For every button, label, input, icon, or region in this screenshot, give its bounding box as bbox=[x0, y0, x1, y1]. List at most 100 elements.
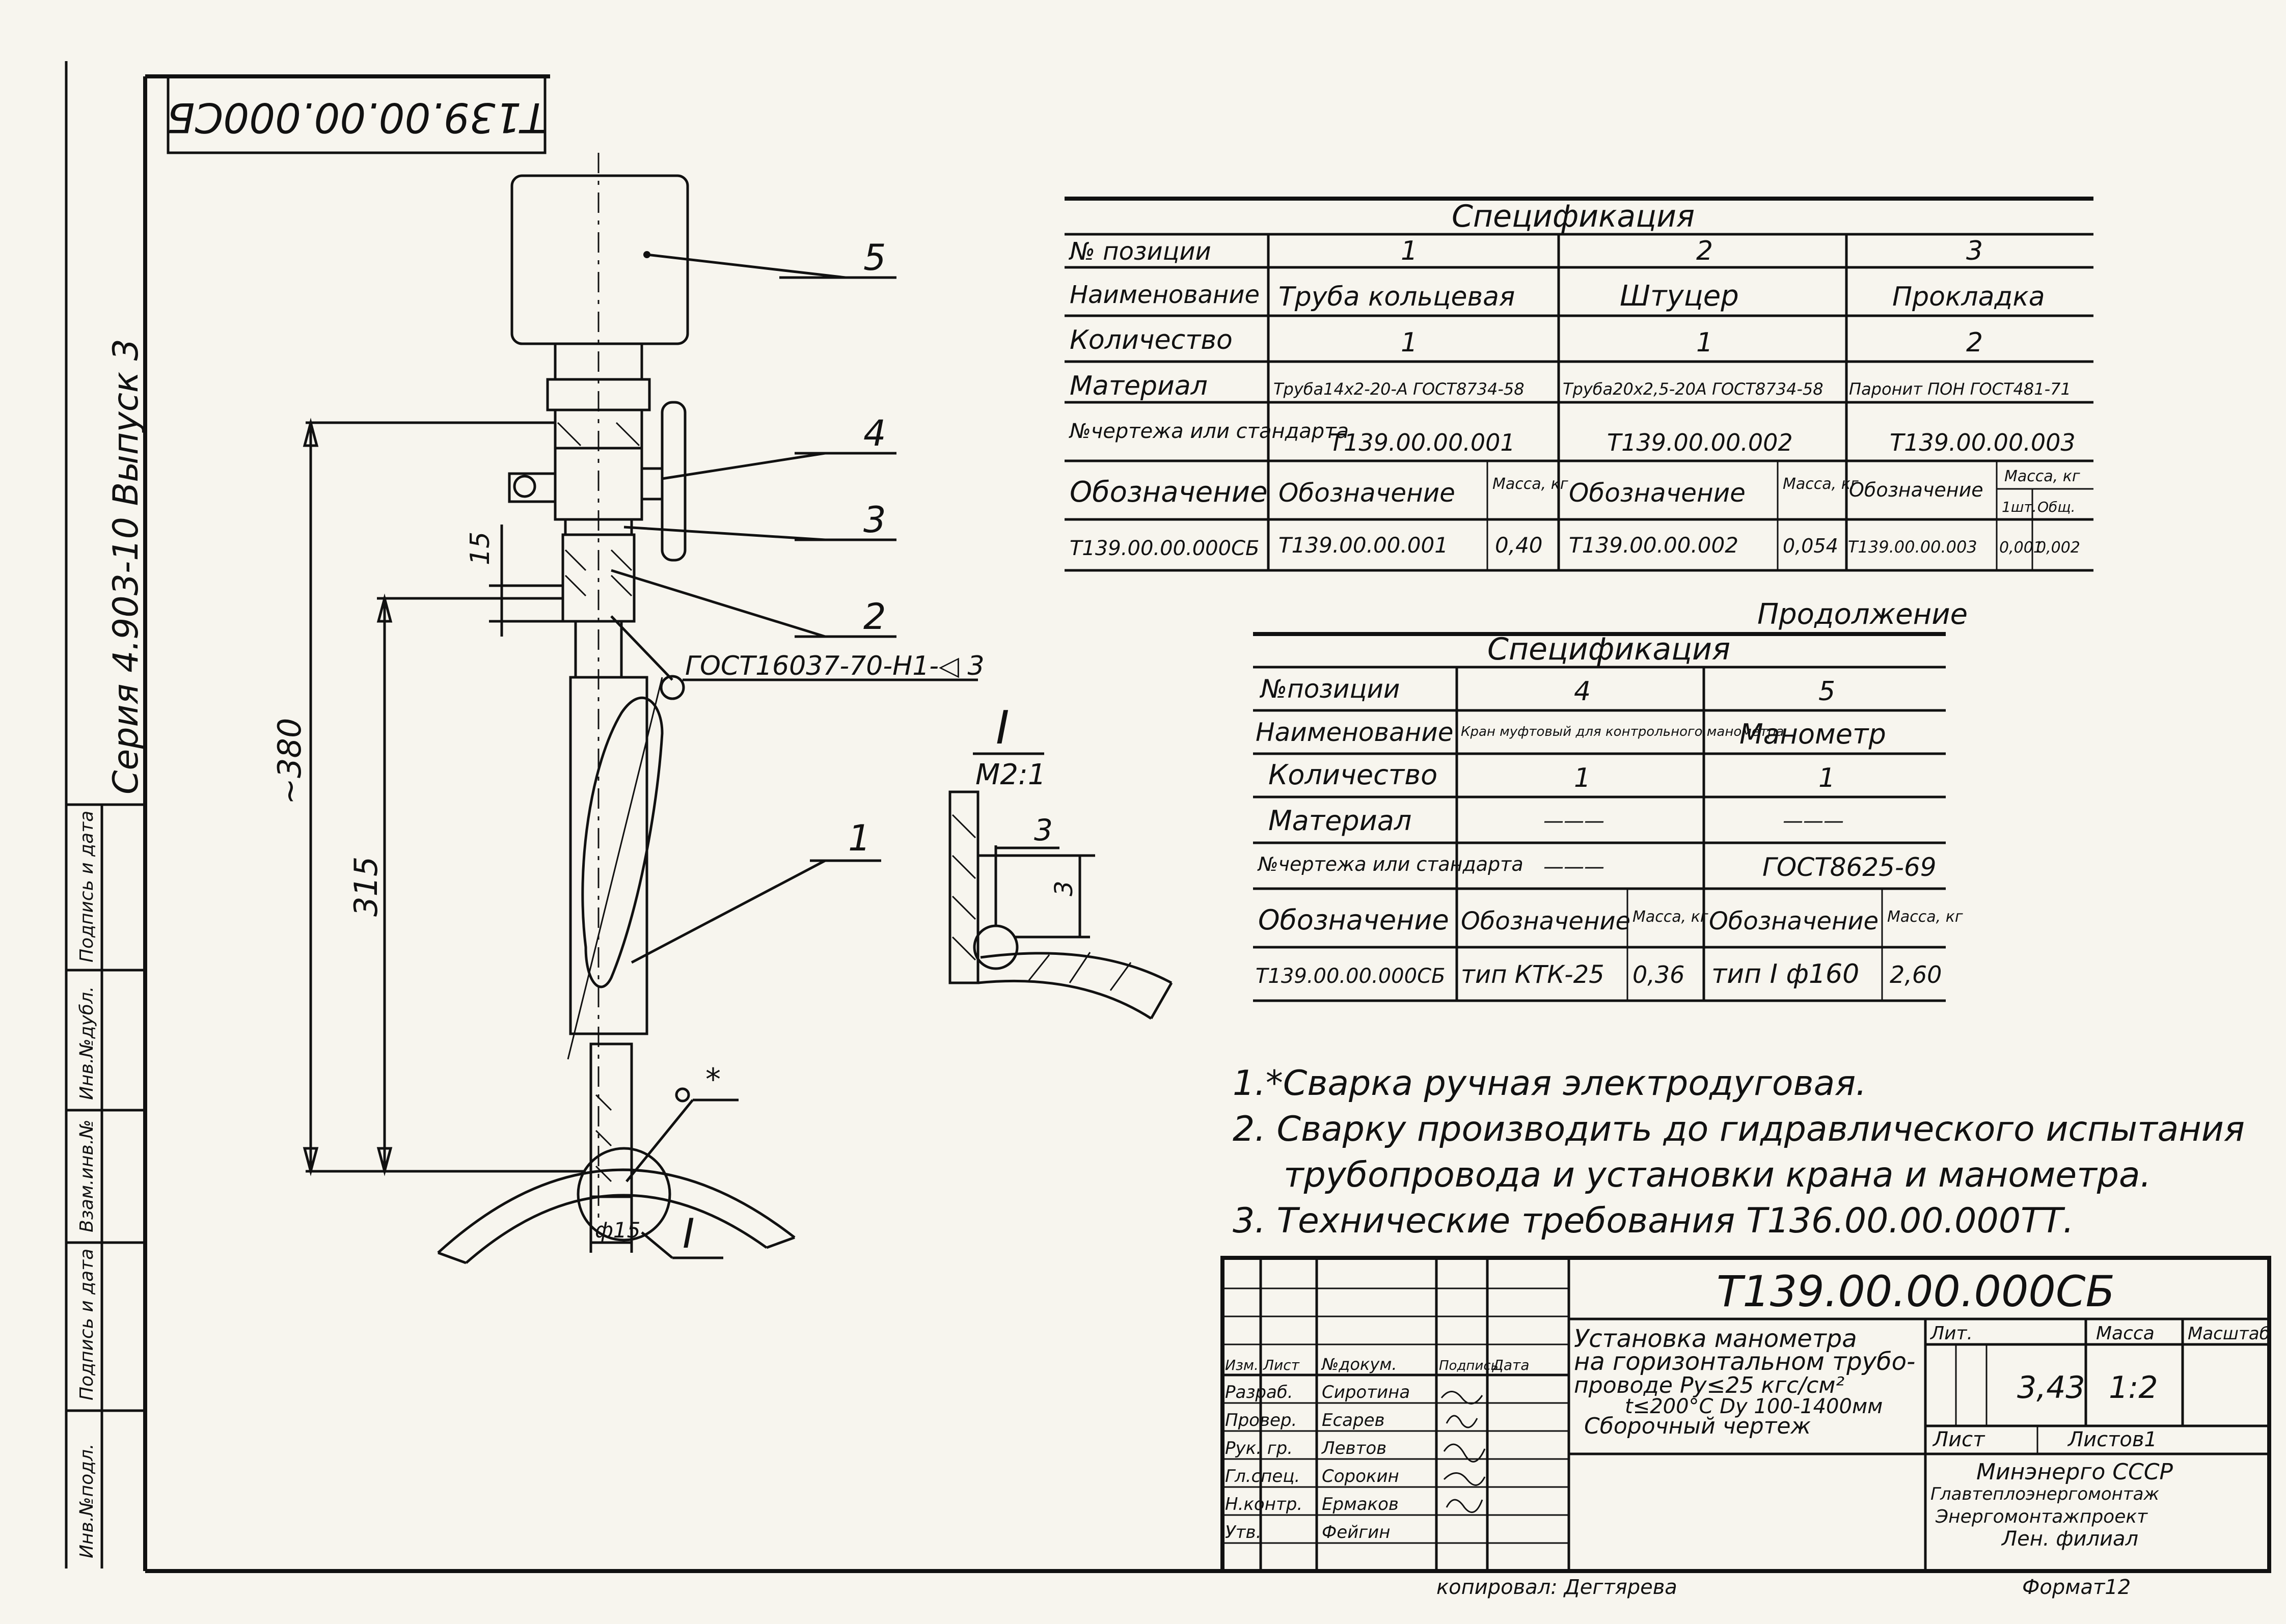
spec2-col4-name: Кран муфтовый для контрольного манометра bbox=[1461, 724, 1784, 739]
spec1-label-name: Наименование bbox=[1070, 281, 1260, 309]
spec1-col3-mass-total: 0,002 bbox=[2036, 539, 2080, 557]
spec1-col3-mass-one-hdr: 1шт. bbox=[2002, 499, 2037, 515]
detail-ref-label: I bbox=[683, 1210, 695, 1257]
spec1-col2-qty: 1 bbox=[1696, 327, 1713, 358]
tb-name-5: Ермаков bbox=[1322, 1494, 1399, 1515]
spec1-col3-designation-hdr: Обозначение bbox=[1849, 479, 1983, 501]
tb-name-3: Левтов bbox=[1321, 1438, 1386, 1458]
spec1-col1-qty: 1 bbox=[1401, 327, 1418, 358]
spec2-label-pos: №позиции bbox=[1259, 674, 1400, 704]
title-line-2: на горизонтальном трубо- bbox=[1574, 1347, 1915, 1376]
dim-315-label: 315 bbox=[347, 857, 385, 917]
spec1-col3-designation: Т139.00.00.003 bbox=[1848, 537, 1977, 557]
detail-view: I М2:1 3 3 bbox=[948, 701, 1173, 1020]
spec1-col2-mass-hdr: Масса, кг bbox=[1783, 475, 1859, 493]
spec1-col2-drawing: Т139.00.00.002 bbox=[1607, 429, 1793, 456]
footer-copied: копировал: Дегтярева bbox=[1436, 1576, 1677, 1599]
spec2-col4-designation-hdr: Обозначение bbox=[1461, 907, 1630, 935]
spec1-col2-material: Труба20х2,5-20А ГОСТ8734-58 bbox=[1563, 379, 1824, 399]
spec2-col5-name: Манометр bbox=[1739, 718, 1886, 750]
tb-lit-label: Лит. bbox=[1929, 1323, 1973, 1344]
spec2-col4-qty: 1 bbox=[1574, 763, 1591, 793]
footer-format: Формат12 bbox=[2022, 1576, 2131, 1599]
spec2-col4-drawing: ——— bbox=[1543, 855, 1604, 878]
spec2-col5-material: ——— bbox=[1783, 809, 1844, 833]
top-stamp-code: Т139.00.00.000СБ bbox=[167, 94, 547, 141]
spec1-col2-name: Штуцер bbox=[1620, 280, 1739, 313]
spec2-col5-designation: тип I ф160 bbox=[1711, 959, 1859, 989]
position-leaders: 5 4 3 2 1 bbox=[611, 237, 896, 964]
spec2-continuation: Продолжение bbox=[1757, 598, 1968, 631]
spec1-col1-mass: 0,40 bbox=[1495, 533, 1543, 558]
spec1-col3-drawing: Т139.00.00.003 bbox=[1890, 429, 2076, 456]
spec2-label-drawing: №чертежа или стандарта bbox=[1257, 853, 1523, 875]
spec2-col4-designation: тип КТК-25 bbox=[1461, 960, 1604, 989]
title-line-4: t≤200°С Dy 100-1400мм bbox=[1625, 1395, 1883, 1418]
detail-dim-v: 3 bbox=[1050, 880, 1078, 896]
side-label-inv-dubl: Инв.№дубл. bbox=[76, 986, 97, 1100]
side-label-podpis-2: Подпись и дата bbox=[76, 811, 97, 962]
spec1-col3-pos: 3 bbox=[1966, 236, 1983, 266]
spec1-col3-mass-hdr: Масса, кг bbox=[2004, 467, 2080, 485]
pos-label-1: 1 bbox=[848, 817, 871, 859]
side-label-podpis-1: Подпись и дата bbox=[76, 1249, 97, 1400]
tb-org-4: Лен. филиал bbox=[2001, 1527, 2138, 1551]
spec2-col4-mass: 0,36 bbox=[1632, 961, 1684, 988]
detail-dim-h: 3 bbox=[1034, 813, 1053, 847]
side-series-label: Серия 4.903-10 Выпуск 3 bbox=[106, 339, 146, 794]
manometer-body bbox=[510, 174, 689, 345]
spec2-col5-mass-hdr: Масса, кг bbox=[1887, 908, 1963, 926]
spec1-col2-mass: 0,054 bbox=[1783, 535, 1838, 557]
spec1-col3-mass-total-hdr: Общ. bbox=[2037, 499, 2076, 515]
spec2-label-assembly: Т139.00.00.000СБ bbox=[1256, 965, 1445, 988]
spec1-col3-name: Прокладка bbox=[1892, 282, 2045, 312]
spec2-col5-drawing: ГОСТ8625-69 bbox=[1762, 852, 1937, 882]
dim-total-label: ~380 bbox=[271, 718, 308, 805]
title-block: Т139.00.00.000СБ Установка манометра на … bbox=[1220, 1256, 2271, 1573]
title-block-code: Т139.00.00.000СБ bbox=[1717, 1267, 2115, 1316]
pos-label-5: 5 bbox=[863, 237, 886, 279]
spec-table-2: Продолжение Спецификация №позиции Наимен… bbox=[1253, 598, 1968, 1002]
spec2-col4-mass-hdr: Масса, кг bbox=[1632, 908, 1708, 926]
tb-sheet-label: Лист bbox=[1932, 1428, 1985, 1451]
detail-view-ref: I bbox=[996, 701, 1010, 755]
title-line-3: проводе Ру≤25 кгс/см² bbox=[1574, 1372, 1844, 1398]
tb-role-5: Н.контр. bbox=[1225, 1494, 1302, 1515]
pos-label-3: 3 bbox=[863, 499, 886, 541]
spec1-col3-qty: 2 bbox=[1966, 327, 1983, 358]
weld-star-label: * bbox=[705, 1062, 721, 1097]
spec1-label-designation: Обозначение bbox=[1070, 476, 1268, 509]
spec1-col3-mass-one: 0,001 bbox=[1999, 539, 2043, 557]
tb-name-1: Сиротина bbox=[1322, 1382, 1410, 1402]
spec2-label-qty: Количество bbox=[1268, 759, 1437, 791]
spec1-col1-designation-hdr: Обозначение bbox=[1278, 478, 1455, 508]
tb-scale-value: 1:2 bbox=[2109, 1370, 2158, 1406]
spec1-label-assembly: Т139.00.00.000СБ bbox=[1070, 537, 1259, 560]
pos-label-2: 2 bbox=[863, 596, 886, 638]
spec2-label-designation: Обозначение bbox=[1258, 904, 1449, 936]
detail-view-scale: М2:1 bbox=[975, 758, 1046, 791]
tb-role-1: Разраб. bbox=[1225, 1382, 1293, 1402]
tb-scale-label: Масштаб bbox=[2188, 1324, 2270, 1344]
tb-col-list: Лист bbox=[1263, 1357, 1300, 1373]
tb-col-izm: Изм. bbox=[1225, 1357, 1259, 1373]
spec1-col1-material: Труба14х2-20-А ГОСТ8734-58 bbox=[1273, 379, 1525, 399]
tb-col-date: Дата bbox=[1491, 1357, 1530, 1373]
spec1-col2-pos: 2 bbox=[1696, 236, 1713, 266]
spec2-label-material: Материал bbox=[1268, 805, 1411, 837]
spec2-col4-material: ——— bbox=[1543, 809, 1604, 833]
spec2-title: Спецификация bbox=[1487, 631, 1730, 667]
note-2-cont: трубопровода и установки крана и маномет… bbox=[1284, 1155, 2151, 1195]
tb-col-docnum: №докум. bbox=[1321, 1355, 1397, 1374]
note-3: 3. Технические требования Т136.00.00.000… bbox=[1233, 1201, 2074, 1241]
spec2-col5-mass: 2,60 bbox=[1890, 961, 1942, 988]
tb-role-6: Утв. bbox=[1225, 1522, 1261, 1543]
tb-role-2: Провер. bbox=[1225, 1410, 1297, 1430]
spec2-col5-pos: 5 bbox=[1818, 676, 1835, 707]
weld-callout-label: ГОСТ16037-70-Н1-◁ 3 bbox=[685, 651, 985, 681]
tb-role-3: Рук. гр. bbox=[1225, 1438, 1293, 1458]
tb-mass-label: Масса bbox=[2096, 1323, 2155, 1344]
tb-mass-value: 3,43 bbox=[2017, 1370, 2085, 1406]
spec2-col4-pos: 4 bbox=[1574, 676, 1591, 707]
spec1-label-drawing: №чертежа или стандарта bbox=[1069, 420, 1349, 443]
